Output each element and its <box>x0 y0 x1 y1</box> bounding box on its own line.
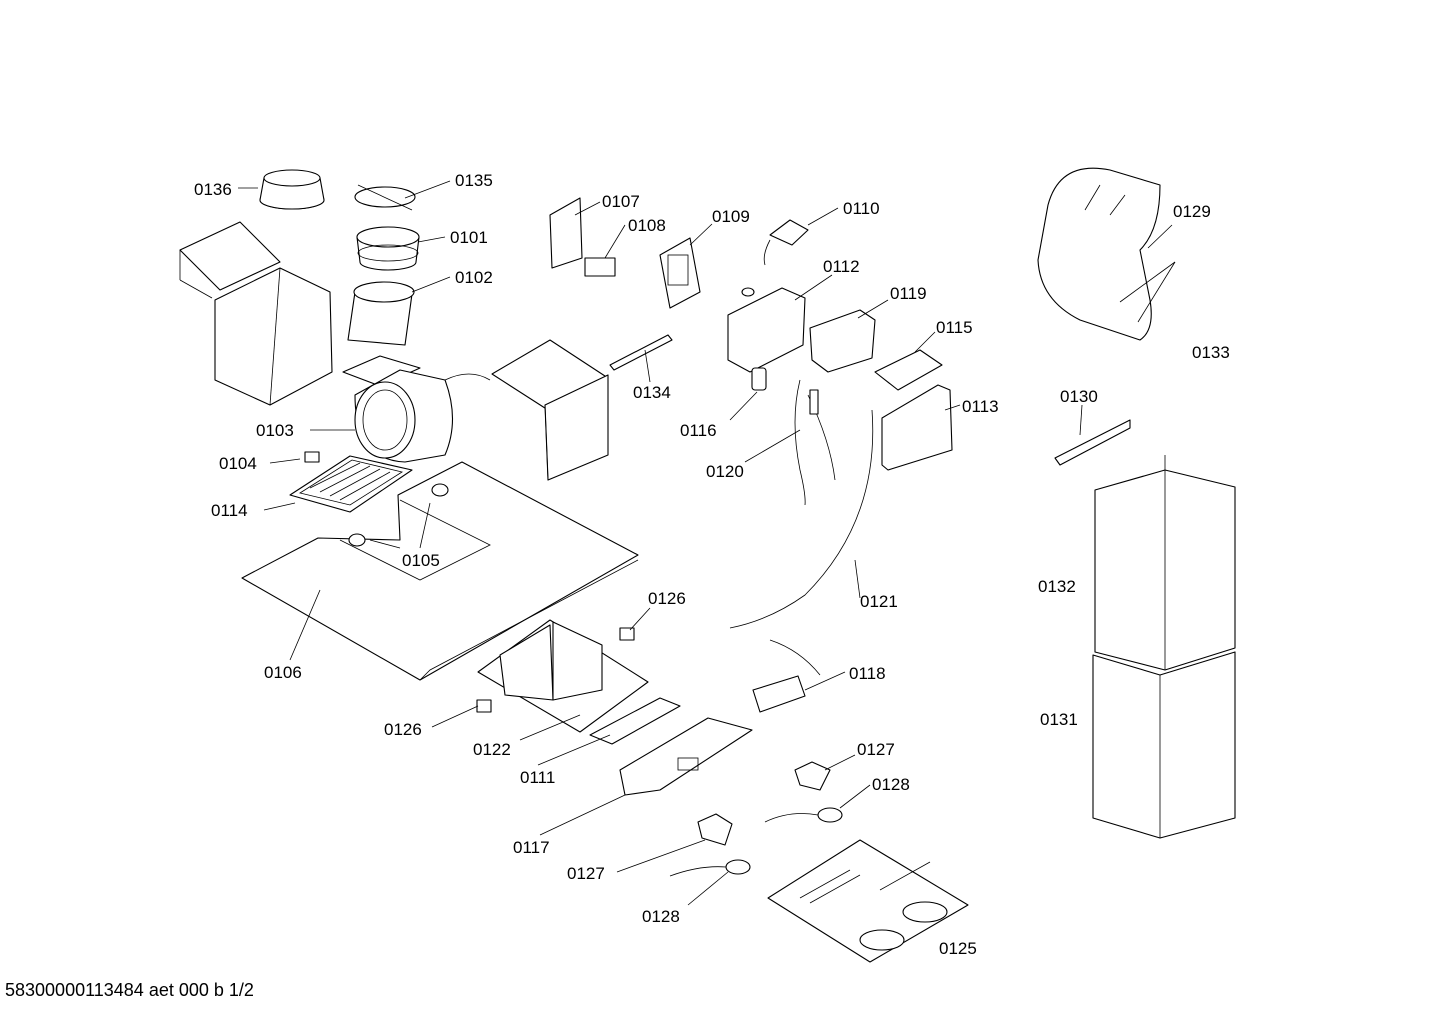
part-0127-lamp-holder-b <box>697 813 733 846</box>
part-0121-cable <box>729 409 874 629</box>
part-number-labels: 0136 0135 0101 0102 0103 0104 0114 0105 … <box>194 171 1230 958</box>
label-0135: 0135 <box>455 171 493 190</box>
part-0101-flange <box>356 226 420 271</box>
part-0110-mains-plug <box>763 219 809 266</box>
label-0129: 0129 <box>1173 202 1211 221</box>
label-0111: 0111 <box>520 768 555 787</box>
part-0118-control-module <box>752 639 821 713</box>
part-0130-bracket <box>1054 419 1131 466</box>
part-0107-bracket <box>549 197 583 269</box>
part-0112-cover <box>727 287 806 373</box>
part-0129-fitting-bag <box>1037 167 1161 341</box>
part-0111-gasket <box>589 697 681 745</box>
part-0131-lower-chimney <box>1092 651 1236 839</box>
label-0134: 0134 <box>633 383 671 402</box>
part-0106-cover-plate <box>241 461 639 681</box>
part-0117-control-panel <box>619 717 753 796</box>
part-0136-duct-ring <box>259 169 325 210</box>
label-0110: 0110 <box>843 199 880 218</box>
label-0113: 0113 <box>962 397 999 416</box>
label-0101: 0101 <box>450 228 488 247</box>
label-0126-upper: 0126 <box>648 589 686 608</box>
part-0115-transformer <box>874 349 943 391</box>
part-0108-terminal <box>584 257 616 277</box>
part-0102-adapter <box>347 281 415 346</box>
label-0121: 0121 <box>860 592 898 611</box>
label-0128-upper: 0128 <box>872 775 910 794</box>
part-0103-blower <box>342 355 491 463</box>
part-0122-mount-bracket <box>477 619 649 733</box>
label-0106: 0106 <box>264 663 302 682</box>
part-0126-clip-a <box>619 627 635 641</box>
part-0128-lamp-a <box>764 807 843 823</box>
label-0117: 0117 <box>513 838 550 857</box>
part-housing-bracket <box>179 221 333 406</box>
label-0128-lower: 0128 <box>642 907 680 926</box>
label-0122: 0122 <box>473 740 511 759</box>
label-0112: 0112 <box>823 257 860 276</box>
part-0125-tray <box>767 839 969 963</box>
part-0126-clip-b <box>476 699 492 713</box>
label-0114: 0114 <box>211 501 248 520</box>
leader-lines <box>238 180 1176 906</box>
part-0128-lamp-b <box>669 859 751 877</box>
drawing-reference-number: 58300000113484 aet 000 b 1/2 <box>5 980 254 1000</box>
label-0120: 0120 <box>706 462 744 481</box>
part-0116-capacitor <box>751 367 767 391</box>
part-0104-clip <box>304 451 320 463</box>
part-motor-bracket <box>491 339 609 481</box>
part-0120-cable <box>794 379 836 506</box>
label-0131: 0131 <box>1040 710 1078 729</box>
label-0102: 0102 <box>455 268 493 287</box>
label-0136: 0136 <box>194 180 232 199</box>
label-0105: 0105 <box>402 551 440 570</box>
label-0116: 0116 <box>680 421 717 440</box>
label-0127-lower: 0127 <box>567 864 605 883</box>
label-0127-upper: 0127 <box>857 740 895 759</box>
part-0113-panel <box>881 384 953 471</box>
part-0132-upper-chimney <box>1094 455 1236 671</box>
label-0107: 0107 <box>602 192 640 211</box>
label-0130: 0130 <box>1060 387 1098 406</box>
label-0118: 0118 <box>849 664 886 683</box>
part-0109-switch-box <box>659 237 701 309</box>
label-0119: 0119 <box>890 284 927 303</box>
part-0134-strip <box>609 334 673 371</box>
label-0132: 0132 <box>1038 577 1076 596</box>
part-0119-box <box>809 309 876 373</box>
label-0103: 0103 <box>256 421 294 440</box>
label-0125: 0125 <box>939 939 977 958</box>
label-0126-lower: 0126 <box>384 720 422 739</box>
part-0127-lamp-holder-a <box>794 761 831 791</box>
label-0133: 0133 <box>1192 343 1230 362</box>
label-0108: 0108 <box>628 216 666 235</box>
label-0109: 0109 <box>712 207 750 226</box>
label-0115: 0115 <box>936 318 973 337</box>
part-0114-filter <box>289 455 413 513</box>
part-0135-seal <box>354 184 416 211</box>
label-0104: 0104 <box>219 454 257 473</box>
